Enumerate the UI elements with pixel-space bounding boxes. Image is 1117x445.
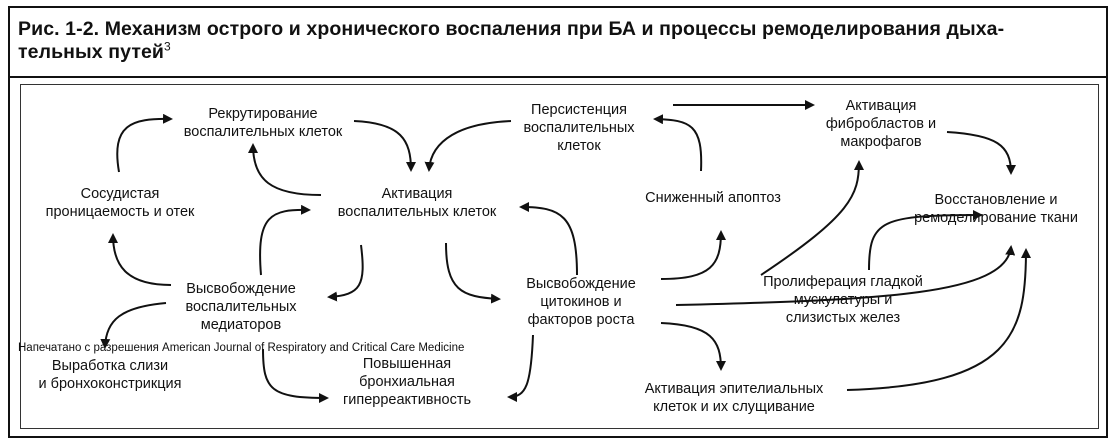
- arrow-cytokines-to-fibroblast: [760, 160, 864, 276]
- node-mucus-line1: Выработка слизи: [51, 358, 169, 374]
- node-vascular-line1: Сосудистая: [80, 186, 160, 202]
- node-recruitment: Рекрутирование воспалительных клеток: [171, 105, 355, 141]
- node-persistence: Персистенция воспалительных клеток: [499, 101, 659, 155]
- arrow-epithelial-to-restoration: [846, 248, 1031, 391]
- arrow-cytokines-to-apoptosis: [660, 230, 726, 280]
- node-restoration: Восстановление и ремоделирование ткани: [901, 191, 1091, 227]
- arrow-mediators-to-activation: [259, 204, 311, 276]
- node-mediators-line3: медиаторов: [200, 317, 282, 333]
- arrow-mediators-to-hyperreactivity: [262, 348, 329, 403]
- arrow-cytokines-to-activation: [519, 202, 578, 276]
- node-proliferation: Пролиферация гладкой мускулатуры и слизи…: [751, 273, 935, 327]
- node-persistence-line1: Персистенция: [531, 102, 627, 118]
- node-proliferation-line2: мускулатуры и: [793, 292, 893, 308]
- node-recruitment-line2: воспалительных клеток: [183, 124, 343, 140]
- node-cytokines-line2: цитокинов и: [540, 294, 622, 310]
- arrow-activation-to-mediators: [327, 244, 364, 302]
- node-vascular-line2: проницаемость и отек: [45, 204, 195, 220]
- figure-title: Рис. 1-2. Механизм острого и хроническог…: [18, 18, 1096, 64]
- node-hyperreactivity: Повышенная бронхиальная гиперреактивност…: [327, 355, 487, 409]
- node-mucus: Выработка слизи и бронхоконстрикция: [35, 357, 185, 393]
- figure-credit: Напечатано с разрешения American Journal…: [18, 342, 465, 354]
- node-mediators-line2: воспалительных: [185, 299, 297, 315]
- arrow-restoration-to-proliferation: [868, 210, 983, 271]
- node-vascular: Сосудистая проницаемость и отек: [35, 185, 205, 221]
- node-cytokines: Высвобождение цитокинов и факторов роста: [501, 275, 661, 329]
- arrow-activation-to-recruitment: [248, 143, 322, 196]
- arrow-layer: [100, 100, 1031, 403]
- node-activation-line2: воспалительных клеток: [337, 204, 497, 220]
- node-fibroblast-line3: макрофагов: [840, 134, 922, 150]
- node-recruitment-line1: Рекрутирование: [208, 106, 318, 122]
- node-restoration-line1: Восстановление и: [934, 192, 1058, 208]
- arrow-cytokines-to-restoration: [675, 245, 1016, 306]
- node-epithelial-line1: Активация эпителиальных: [644, 381, 824, 397]
- node-activation-line1: Активация: [381, 186, 453, 202]
- figure-title-superscript: 3: [164, 39, 171, 54]
- node-cytokines-line3: факторов роста: [527, 312, 635, 328]
- figure-title-box: Рис. 1-2. Механизм острого и хроническог…: [10, 8, 1106, 78]
- node-mediators: Высвобождение воспалительных медиаторов: [171, 280, 311, 334]
- node-proliferation-line3: слизистых желез: [785, 310, 901, 326]
- node-fibroblast-line1: Активация: [845, 98, 917, 114]
- node-fibroblast: Активация фибробластов и макрофагов: [811, 97, 951, 151]
- node-mucus-line2: и бронхоконстрикция: [38, 376, 182, 392]
- node-restoration-line2: ремоделирование ткани: [914, 210, 1078, 226]
- figure-frame: Рис. 1-2. Механизм острого и хроническог…: [8, 6, 1108, 438]
- node-cytokines-line1: Высвобождение: [526, 276, 636, 292]
- arrow-cytokines-to-hyperreactivity: [507, 334, 534, 402]
- node-fibroblast-line2: фибробластов и: [825, 116, 937, 132]
- arrow-mediators-to-vascular: [108, 233, 172, 286]
- node-apoptosis: Сниженный апоптоз: [633, 189, 793, 207]
- node-mediators-line1: Высвобождение: [186, 281, 296, 297]
- arrow-activation-to-cytokines: [445, 242, 501, 304]
- diagram-area: Рекрутирование воспалительных клеток Пер…: [20, 84, 1099, 429]
- node-hyperreactivity-line1: Повышенная: [362, 356, 452, 372]
- arrow-vascular-to-recruitment: [116, 113, 173, 173]
- node-hyperreactivity-line2: бронхиальная: [359, 374, 455, 390]
- arrow-recruitment-to-activation: [353, 120, 416, 172]
- node-apoptosis-line1: Сниженный апоптоз: [645, 190, 781, 206]
- node-epithelial-line2: клеток и их слущивание: [653, 399, 815, 415]
- arrow-fibroblast-to-restoration: [946, 131, 1016, 175]
- figure-title-line1: Рис. 1-2. Механизм острого и хроническог…: [18, 18, 1005, 40]
- figure-title-line2: тельных путей3: [18, 41, 1096, 64]
- node-hyperreactivity-line3: гиперреактивность: [342, 392, 472, 408]
- arrow-cytokines-to-epithelial: [660, 322, 726, 371]
- arrow-mediators-to-mucus: [100, 302, 167, 349]
- arrow-persistence-to-activation: [424, 120, 512, 172]
- node-persistence-line2: воспалительных: [523, 120, 635, 136]
- node-proliferation-line1: Пролиферация гладкой: [763, 274, 923, 290]
- figure-title-line2-text: тельных путей: [18, 41, 165, 63]
- node-activation: Активация воспалительных клеток: [317, 185, 517, 221]
- node-epithelial: Активация эпителиальных клеток и их слущ…: [619, 380, 849, 416]
- node-persistence-line3: клеток: [557, 138, 601, 154]
- arrow-apoptosis-to-persistence: [653, 114, 703, 172]
